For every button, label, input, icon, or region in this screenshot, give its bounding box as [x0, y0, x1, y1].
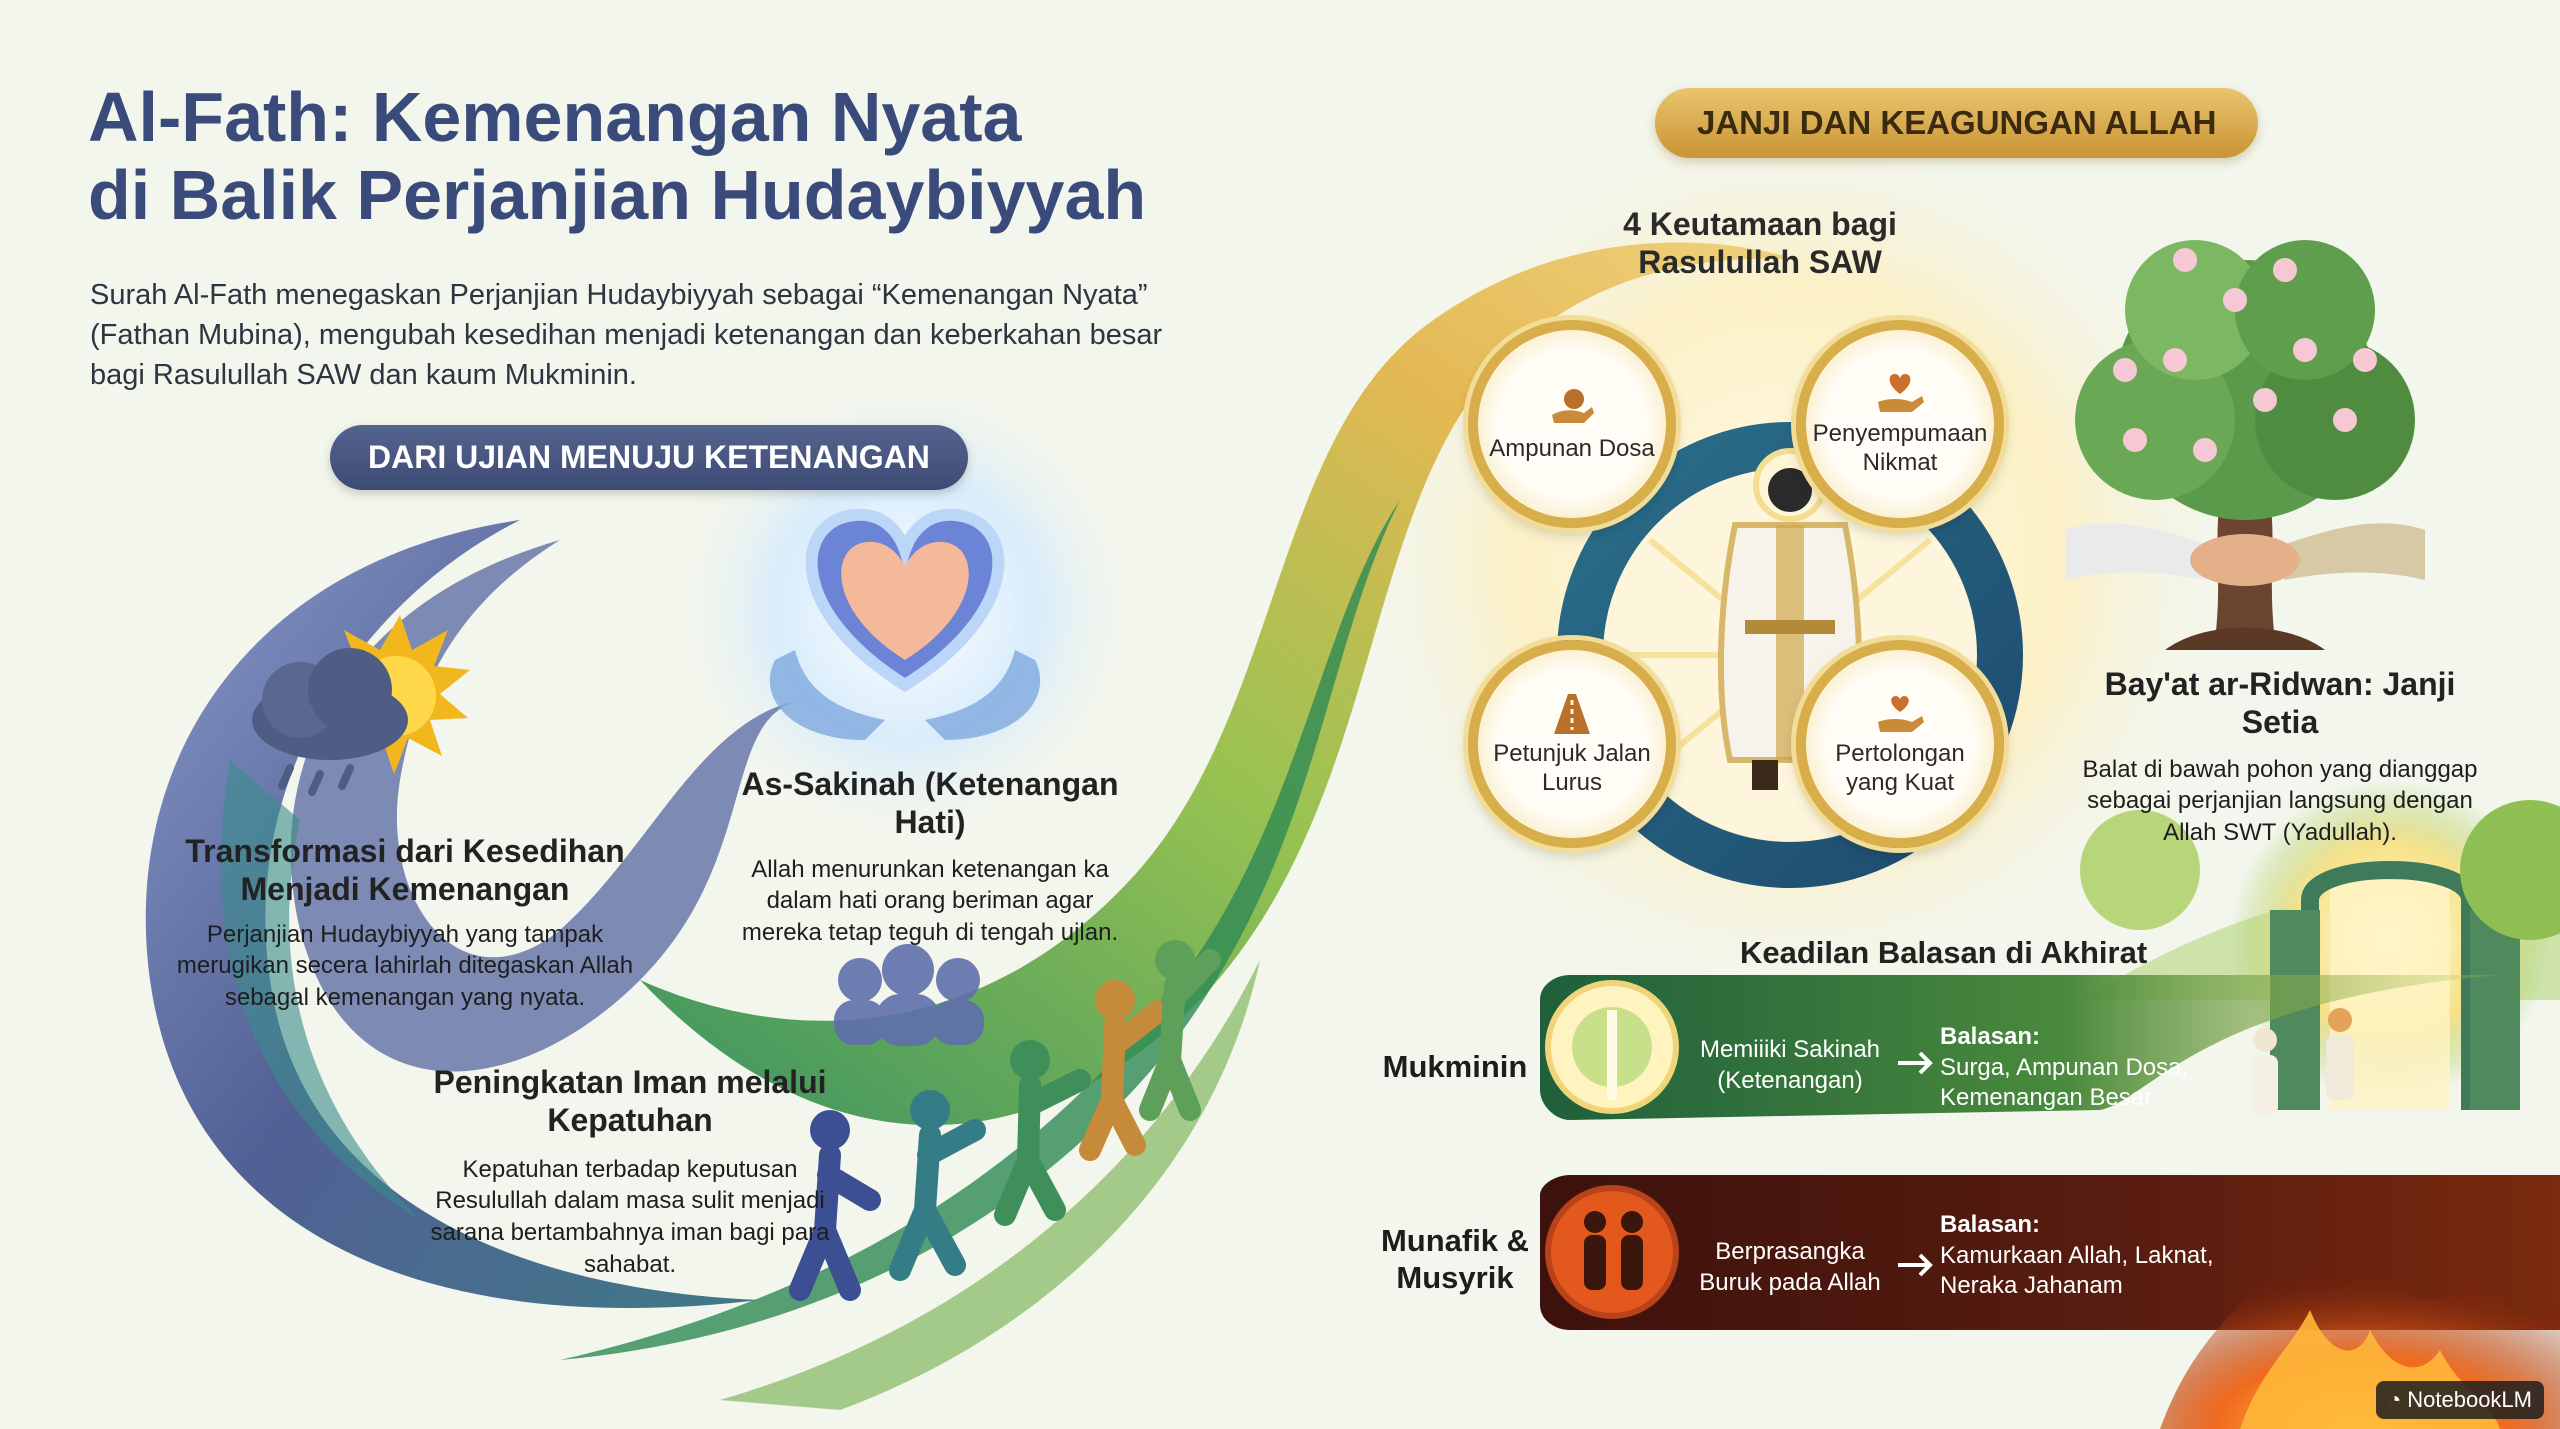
transformasi-title: Transformasi dari Kesedihan Menjadi Keme…	[185, 833, 625, 908]
medal-pertolongan: Pertolongan yang Kuat	[1796, 640, 2004, 848]
helping-hand-icon	[1878, 696, 1924, 733]
medal-label: Penyempumaan Nikmat	[1812, 420, 1988, 476]
medal-label: Ampunan Dosa	[1489, 434, 1655, 462]
keutamaan-title: 4 Keutamaan bagi Rasulullah SAW	[1623, 206, 1897, 281]
notebooklm-badge: ◔ NotebookLM	[2375, 1381, 2544, 1419]
mukminin-balasan: Balasan: Surga, Ampunan Dosa, Kemenangan…	[1940, 1022, 2240, 1114]
intro-paragraph: Surah Al-Fath menegaskan Perjanjian Huda…	[90, 279, 1163, 392]
medal-petunjuk-jalan-lurus: Petunjuk Jalan Lurus	[1468, 640, 1676, 848]
medal-penyempurnaan-nikmat: Penyempumaan Nikmat	[1796, 320, 2004, 528]
transformasi-text: Perjanjian Hudaybiyyah yang tampak merug…	[176, 920, 634, 1012]
sakinah-text: Allah menurunkan ketenangan ka dalam hat…	[741, 855, 1119, 947]
mukminin-state: Memiiiki Sakinah (Ketenangan)	[1699, 1036, 1881, 1094]
bayat-text: Balat di bawah pohon yang dianggap sebag…	[2082, 755, 2478, 847]
title-line-1: Al-Fath: Kemenangan Nyata	[88, 78, 1022, 156]
balasan-label: Balasan:	[1940, 1023, 2041, 1050]
munafik-balasan: Balasan: Kamurkaan Allah, Laknat, Neraka…	[1940, 1210, 2240, 1302]
medal-label: Pertolongan yang Kuat	[1835, 740, 1965, 796]
bayat-title: Bay'at ar-Ridwan: Janji Setia	[2104, 666, 2456, 741]
munafik-label: Munafik & Musyrik	[1380, 1223, 1530, 1296]
iman-block: Peningkatan Iman melalui Kepatuhan Kepat…	[420, 1063, 840, 1280]
section-header-janji: JANJI DAN KEAGUNGAN ALLAH	[1655, 88, 2259, 158]
balasan-text: Kamurkaan Allah, Laknat, Neraka Jahanam	[1940, 1241, 2214, 1300]
iman-title: Peningkatan Iman melalui Kepatuhan	[433, 1064, 827, 1139]
notebooklm-logo-icon: ◔	[2387, 1387, 2402, 1412]
medal-ampunan-dosa: Ampunan Dosa	[1468, 320, 1676, 528]
mukminin-label: Mukminin	[1382, 1049, 1528, 1084]
heart-hand-icon	[1878, 374, 1924, 413]
balasan-text: Surga, Ampunan Dosa, Kemenangan Besar	[1940, 1053, 2189, 1112]
bayat-block: Bay'at ar-Ridwan: Janji Setia Balat di b…	[2070, 665, 2490, 849]
balasan-label: Balasan:	[1940, 1211, 2041, 1238]
keadilan-title: Keadilan Balasan di Akhirat	[1740, 935, 2148, 970]
hand-fruit-icon	[1552, 388, 1594, 423]
transformasi-block: Transformasi dari Kesedihan Menjadi Keme…	[175, 832, 635, 1014]
page-title: Al-Fath: Kemenangan Nyata di Balik Perja…	[88, 78, 1348, 235]
medal-label: Petunjuk Jalan Lurus	[1493, 740, 1651, 796]
sakinah-block: As-Sakinah (Ketenangan Hati) Allah menur…	[735, 765, 1125, 949]
road-icon	[1554, 694, 1590, 735]
title-line-2: di Balik Perjanjian Hudaybiyyah	[88, 156, 1147, 235]
brand-label: NotebookLM	[2407, 1387, 2532, 1412]
sakinah-title: As-Sakinah (Ketenangan Hati)	[741, 766, 1119, 841]
munafik-state: Berprasangka Buruk pada Allah	[1699, 1238, 1881, 1296]
iman-text: Kepatuhan terbadap keputusan Resulullah …	[430, 1155, 830, 1278]
section-header-dari-ujian: DARI UJIAN MENUJU KETENANGAN	[330, 425, 968, 490]
